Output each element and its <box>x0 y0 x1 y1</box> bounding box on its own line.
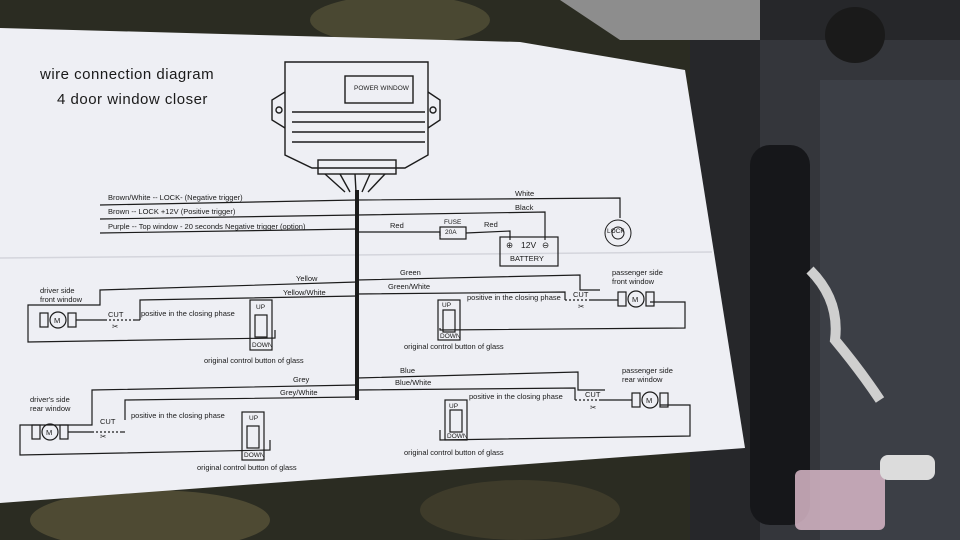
scissors-icon: ✂ <box>590 403 597 412</box>
button-label-rear-left: original control button of glass <box>197 463 297 472</box>
fuse-label: FUSE <box>444 219 462 226</box>
lock-switch-label: LOCK <box>607 228 625 235</box>
motor-passenger-rear <box>575 391 669 409</box>
motor-driver-front <box>39 311 140 329</box>
switch-down-label: DOWN <box>244 452 265 459</box>
switch-up-label: UP <box>249 415 259 422</box>
lock-switch-icon <box>604 219 632 247</box>
phase-label-rear-right: positive in the closing phase <box>469 392 563 401</box>
label-passenger-rear: passenger side rear window <box>622 366 673 384</box>
battery-plus-icon: ⊕ <box>506 240 514 250</box>
scissors-icon: ✂ <box>112 322 119 331</box>
button-label-rear-right: original control button of glass <box>404 448 504 457</box>
battery-label: BATTERY <box>510 254 544 263</box>
switch-down-label: DOWN <box>440 333 461 340</box>
scissors-icon: ✂ <box>100 432 107 441</box>
label-passenger-front: passenger side front window <box>612 268 663 286</box>
switch-up-label: UP <box>442 302 452 309</box>
button-label-front-left: original control button of glass <box>204 356 304 365</box>
motor-icon-front-right: M <box>632 295 639 304</box>
phase-label-front-left: positive in the closing phase <box>141 309 235 318</box>
cut-label-front-left: CUT <box>108 310 124 319</box>
wire-label-black: Black <box>515 203 534 212</box>
wire-label-red-2: Red <box>484 220 498 229</box>
power-window-module <box>271 61 441 193</box>
wire-label-blue-white: Blue/White <box>395 378 432 387</box>
cut-label-rear-right: CUT <box>585 390 601 399</box>
motor-passenger-front <box>565 290 655 308</box>
wire-label-yellow-white: Yellow/White <box>283 288 326 297</box>
switch-down-label: DOWN <box>252 342 273 349</box>
wire-label-green: Green <box>400 268 421 277</box>
motor-driver-rear <box>31 423 125 441</box>
switch-driver-rear <box>241 411 265 461</box>
phase-label-rear-left: positive in the closing phase <box>131 411 225 420</box>
wire-label-grey-white: Grey/White <box>280 388 318 397</box>
switch-passenger-front <box>437 299 461 341</box>
wire-label-white: White <box>515 189 535 198</box>
switch-up-label: UP <box>449 403 459 410</box>
wire-label-red-1: Red <box>390 221 404 230</box>
motor-icon-rear-right: M <box>646 396 653 405</box>
label-driver-front: driver side front window <box>40 286 83 304</box>
trigger-wire-brown-white: Brown/White -- LOCK- (Negative trigger) <box>108 193 243 202</box>
cut-label-front-right: CUT <box>573 290 589 299</box>
scissors-icon: ✂ <box>578 302 585 311</box>
motor-icon-front-left: M <box>54 316 61 325</box>
cut-label-rear-left: CUT <box>100 417 116 426</box>
fuse-rating: 20A <box>445 229 457 236</box>
wire-label-grey: Grey <box>293 375 310 384</box>
battery <box>499 236 559 267</box>
battery-voltage: 12V <box>521 240 537 250</box>
button-label-front-right: original control button of glass <box>404 342 504 351</box>
switch-up-label: UP <box>256 304 266 311</box>
trigger-wire-brown: Brown -- LOCK +12V (Positive trigger) <box>108 207 236 216</box>
phase-label-front-right: positive in the closing phase <box>467 293 561 302</box>
motor-icon-rear-left: M <box>46 428 53 437</box>
module-label: POWER WINDOW <box>354 85 409 92</box>
switch-driver-front <box>249 299 273 351</box>
trigger-wire-purple: Purple -- Top window - 20 seconds Negati… <box>108 222 306 231</box>
switch-passenger-rear <box>444 399 468 441</box>
label-driver-rear: driver's side rear window <box>30 395 71 413</box>
wire-label-blue: Blue <box>400 366 416 375</box>
title-line-2: 4 door window closer <box>57 91 208 108</box>
wire-label-green-white: Green/White <box>388 282 431 291</box>
battery-minus-icon: ⊖ <box>542 240 550 250</box>
wire-label-yellow: Yellow <box>296 274 318 283</box>
switch-down-label: DOWN <box>447 433 468 440</box>
title-line-1: wire connection diagram <box>40 66 215 83</box>
